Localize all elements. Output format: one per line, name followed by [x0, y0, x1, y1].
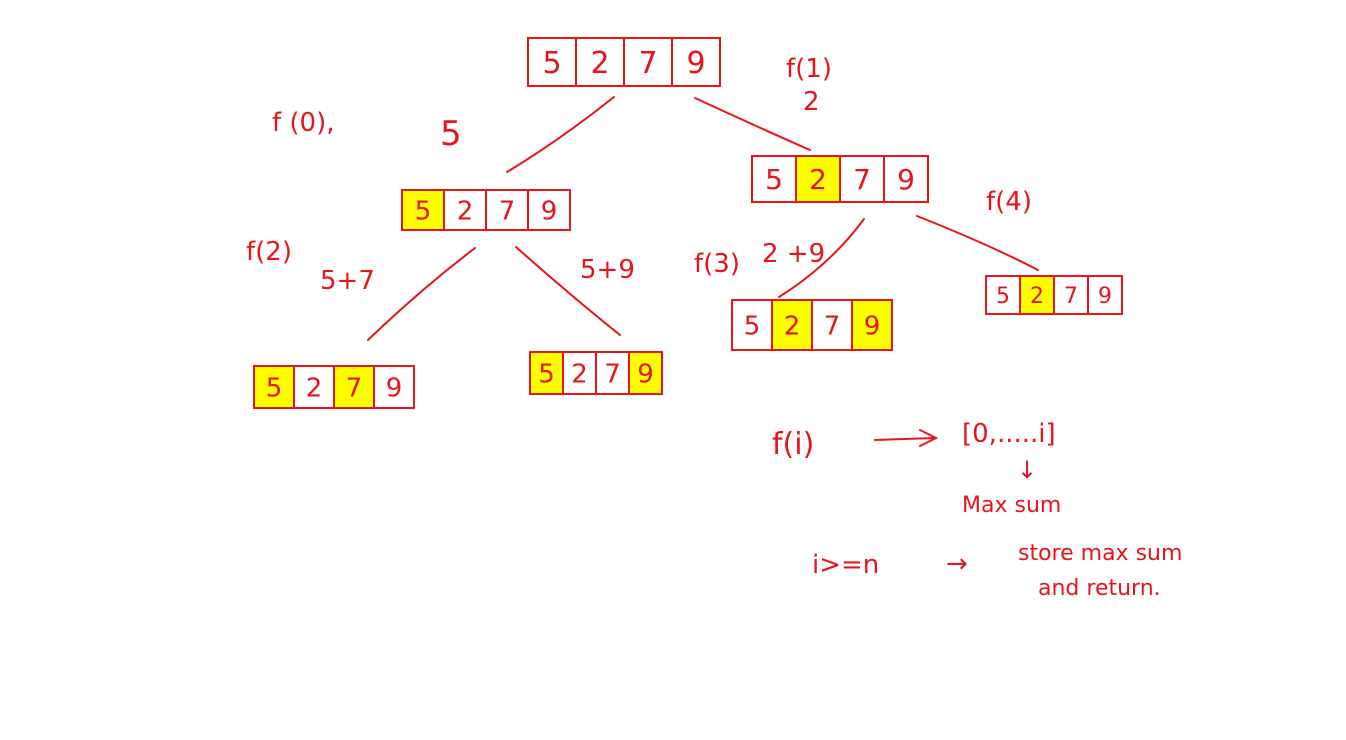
edge-right-to-right-left	[778, 218, 865, 298]
array-cell	[485, 189, 529, 231]
array-cell-value: 5	[266, 373, 283, 403]
label-five: 5	[440, 114, 462, 154]
label-f1: f(1)	[786, 54, 832, 84]
array-cell-value: 9	[386, 373, 403, 403]
array-cell-value: 5	[996, 284, 1010, 309]
array-cell	[529, 351, 564, 395]
label-sum-5-7: 5+7	[320, 266, 375, 296]
array-cell	[795, 155, 841, 203]
array-cell-value: 7	[499, 196, 516, 226]
array-cell-value: 7	[1064, 284, 1078, 309]
array-cell	[883, 155, 929, 203]
array-cell	[985, 275, 1021, 315]
array-cell	[1019, 275, 1055, 315]
array-cell	[628, 351, 663, 395]
array-cell	[839, 155, 885, 203]
edge-left-to-left-right	[515, 246, 621, 336]
array-cell	[443, 189, 487, 231]
array-cell-value: 9	[686, 46, 705, 81]
label-f4: f(4)	[986, 187, 1032, 217]
array-cell	[373, 365, 415, 409]
array-cell-value: 2	[457, 196, 474, 226]
array-cell-value: 7	[604, 359, 621, 389]
label-sum-5-9: 5+9	[580, 255, 635, 285]
array-cell-value: 5	[542, 46, 561, 81]
array-cell-value: 2	[590, 46, 609, 81]
array-cell	[562, 351, 597, 395]
label-sum-2-9: 2 +9	[762, 239, 825, 269]
array-cell	[811, 299, 853, 351]
array-cell	[527, 37, 577, 87]
array-cell	[527, 189, 571, 231]
edge-root-to-right	[694, 97, 811, 151]
label-two: 2	[803, 87, 820, 117]
note-range: [0,.....i]	[962, 419, 1056, 449]
note-condition: i>=n	[812, 550, 879, 580]
note-and-return: and return.	[1038, 576, 1161, 601]
array-cell-value: 2	[784, 311, 801, 341]
tree-labels: f (0), 5 f(1) 2 f(2) 5+7 5+9 f(3) 2 +9 f…	[246, 54, 1032, 296]
array-cell-value: 5	[415, 196, 432, 226]
array-cell	[575, 37, 625, 87]
note-max-sum: Max sum	[962, 493, 1061, 518]
array-cell-value: 7	[824, 311, 841, 341]
array-cell-value: 7	[638, 46, 657, 81]
array-cell-value: 5	[765, 163, 783, 196]
note-right-arrow: →	[946, 549, 968, 579]
edge-root-to-left	[506, 96, 615, 173]
array-cell	[253, 365, 295, 409]
label-f2: f(2)	[246, 237, 292, 267]
array-cell-value: 9	[637, 359, 654, 389]
edge-right-to-right-right	[916, 215, 1039, 271]
edge-left-to-left-left	[367, 247, 476, 341]
note-fi: f(i)	[772, 427, 814, 462]
note-store-max-sum: store max sum	[1018, 541, 1182, 566]
array-cell-value: 2	[1030, 284, 1044, 309]
note-down-arrow: ↓	[1017, 456, 1037, 484]
array-cell-value: 2	[809, 163, 827, 196]
array-cell-value: 5	[538, 359, 555, 389]
array-cell-value: 7	[853, 163, 871, 196]
array-cell-value: 7	[346, 373, 363, 403]
array-cell-value: 5	[744, 311, 761, 341]
label-f3: f(3)	[694, 249, 740, 279]
array-cell	[671, 37, 721, 87]
array-cell-value: 9	[1098, 284, 1112, 309]
array-cell-value: 9	[864, 311, 881, 341]
array-cell	[595, 351, 630, 395]
label-f0: f (0),	[272, 108, 335, 138]
array-cell-value: 2	[306, 373, 323, 403]
right-arrow-icon	[874, 429, 939, 447]
tree-edges	[367, 96, 1039, 341]
array-cell-value: 2	[571, 359, 588, 389]
explanation-notes: f(i) [0,.....i] ↓ Max sum i>=n → store m…	[772, 419, 1182, 601]
array-cell-value: 9	[897, 163, 915, 196]
array-cell-value: 9	[541, 196, 558, 226]
array-cell	[771, 299, 813, 351]
array-cell	[1087, 275, 1123, 315]
array-cell	[851, 299, 893, 351]
